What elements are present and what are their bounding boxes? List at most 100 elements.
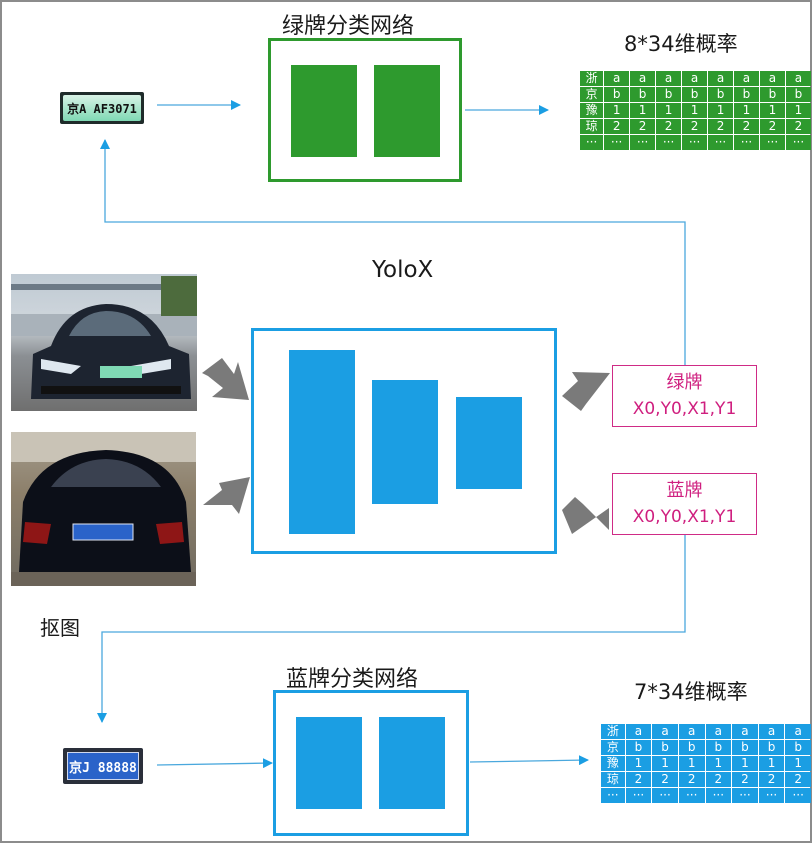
green-grid-cell: 1 <box>682 103 708 118</box>
green-grid-cell: 1 <box>759 103 785 118</box>
green-grid-cell: a <box>734 71 759 86</box>
blue-grid-cell: 豫 <box>601 756 625 771</box>
blue-grid-cell: 1 <box>652 756 678 771</box>
green-grid-cell: 2 <box>785 119 811 134</box>
green-grid-cell: ··· <box>656 135 682 150</box>
green-grid-cell: a <box>708 71 733 86</box>
blue-plate-face: 京J 88888 <box>67 752 139 780</box>
green-grid-cell: 1 <box>708 103 733 118</box>
green-grid-cell: 1 <box>656 103 682 118</box>
green-network-layer-1 <box>291 65 357 157</box>
blue-network-layer-2 <box>379 717 445 809</box>
green-grid-cell: 2 <box>734 119 759 134</box>
green-plate-output-box: 绿牌 X0,Y0,X1,Y1 <box>612 365 757 427</box>
green-grid-cell: b <box>759 87 785 102</box>
blue-grid-cell: ··· <box>652 788 678 803</box>
blue-grid-cell: 2 <box>652 772 678 787</box>
blue-grid-cell: 1 <box>705 756 732 771</box>
green-grid-cell: 浙 <box>580 71 604 86</box>
green-plate-face: 京A AF3071 <box>63 95 141 121</box>
green-grid-cell: b <box>682 87 708 102</box>
green-grid-cell: 1 <box>734 103 759 118</box>
green-grid-cell: 京 <box>580 87 604 102</box>
blue-plate-output-name: 蓝牌 <box>666 480 703 501</box>
gray-arrow-car1-to-yolo <box>202 358 249 400</box>
blue-grid-cell: b <box>732 740 758 755</box>
blue-grid-cell: a <box>678 724 705 739</box>
green-grid-cell: ··· <box>759 135 785 150</box>
blue-grid-cell: 1 <box>678 756 705 771</box>
blue-grid-cell: 2 <box>625 772 652 787</box>
blue-grid-cell: b <box>625 740 652 755</box>
blue-network-box <box>273 690 469 836</box>
blue-grid-cell: 2 <box>705 772 732 787</box>
green-grid-cell: 豫 <box>580 103 604 118</box>
green-grid-cell: b <box>785 87 811 102</box>
green-plate-text: 京A AF3071 <box>67 101 137 116</box>
green-network-layer-2 <box>374 65 440 157</box>
green-grid-row: ··························· <box>580 135 811 150</box>
gray-arrow-yolo-to-green <box>562 372 610 411</box>
blue-grid-cell: 2 <box>678 772 705 787</box>
green-grid-cell: ··· <box>630 135 656 150</box>
green-plate-crop: 京A AF3071 <box>60 92 144 124</box>
blue-plate-output-box: 蓝牌 X0,Y0,X1,Y1 <box>612 473 757 535</box>
yolox-layer-1 <box>289 350 355 534</box>
yolox-layer-2 <box>372 380 438 504</box>
blue-network-title: 蓝牌分类网络 <box>286 667 419 692</box>
blue-grid-cell: 琼 <box>601 772 625 787</box>
blue-grid-cell: ··· <box>705 788 732 803</box>
blue-grid-cell: 1 <box>785 756 811 771</box>
blue-grid-cell: ··· <box>758 788 785 803</box>
blue-grid-cell: ··· <box>601 788 625 803</box>
green-grid-cell: 2 <box>604 119 630 134</box>
blue-grid-row: ························ <box>601 788 811 803</box>
green-grid-cell: b <box>630 87 656 102</box>
green-grid-cell: 1 <box>630 103 656 118</box>
green-branch-line <box>100 139 686 365</box>
blue-plate-text: 京J 88888 <box>69 760 137 776</box>
green-grid-cell: ··· <box>682 135 708 150</box>
blue-network-layer-1 <box>296 717 362 809</box>
blue-grid-cell: b <box>678 740 705 755</box>
green-grid-cell: 2 <box>630 119 656 134</box>
green-grid-cell: a <box>656 71 682 86</box>
yolox-layer-3 <box>456 397 522 489</box>
blue-grid-cell: 1 <box>625 756 652 771</box>
green-grid-cell: a <box>682 71 708 86</box>
green-grid-cell: b <box>656 87 682 102</box>
arrow-blue-plate-to-net <box>156 758 273 769</box>
green-grid-cell: 1 <box>785 103 811 118</box>
blue-grid-cell: a <box>652 724 678 739</box>
green-grid-cell: ··· <box>734 135 759 150</box>
blue-grid-cell: b <box>652 740 678 755</box>
green-probability-title: 8*34维概率 <box>624 32 738 56</box>
blue-grid-cell: 1 <box>758 756 785 771</box>
green-network-box <box>268 38 462 182</box>
green-grid-cell: ··· <box>604 135 630 150</box>
blue-grid-cell: 京 <box>601 740 625 755</box>
green-plate-output-coords: X0,Y0,X1,Y1 <box>632 399 737 419</box>
blue-plate-output-coords: X0,Y0,X1,Y1 <box>632 507 737 527</box>
blue-grid-cell: a <box>732 724 758 739</box>
green-grid-cell: a <box>785 71 811 86</box>
blue-grid-cell: 2 <box>785 772 811 787</box>
crop-label: 抠图 <box>40 616 80 640</box>
blue-grid-cell: 2 <box>732 772 758 787</box>
green-network-title: 绿牌分类网络 <box>282 14 415 39</box>
green-grid-cell: ··· <box>785 135 811 150</box>
gray-arrow-yolo-to-blue <box>562 497 609 534</box>
blue-grid-cell: a <box>758 724 785 739</box>
green-grid-cell: a <box>630 71 656 86</box>
green-grid-cell: ··· <box>708 135 733 150</box>
gray-arrow-car2-to-yolo <box>203 477 250 514</box>
